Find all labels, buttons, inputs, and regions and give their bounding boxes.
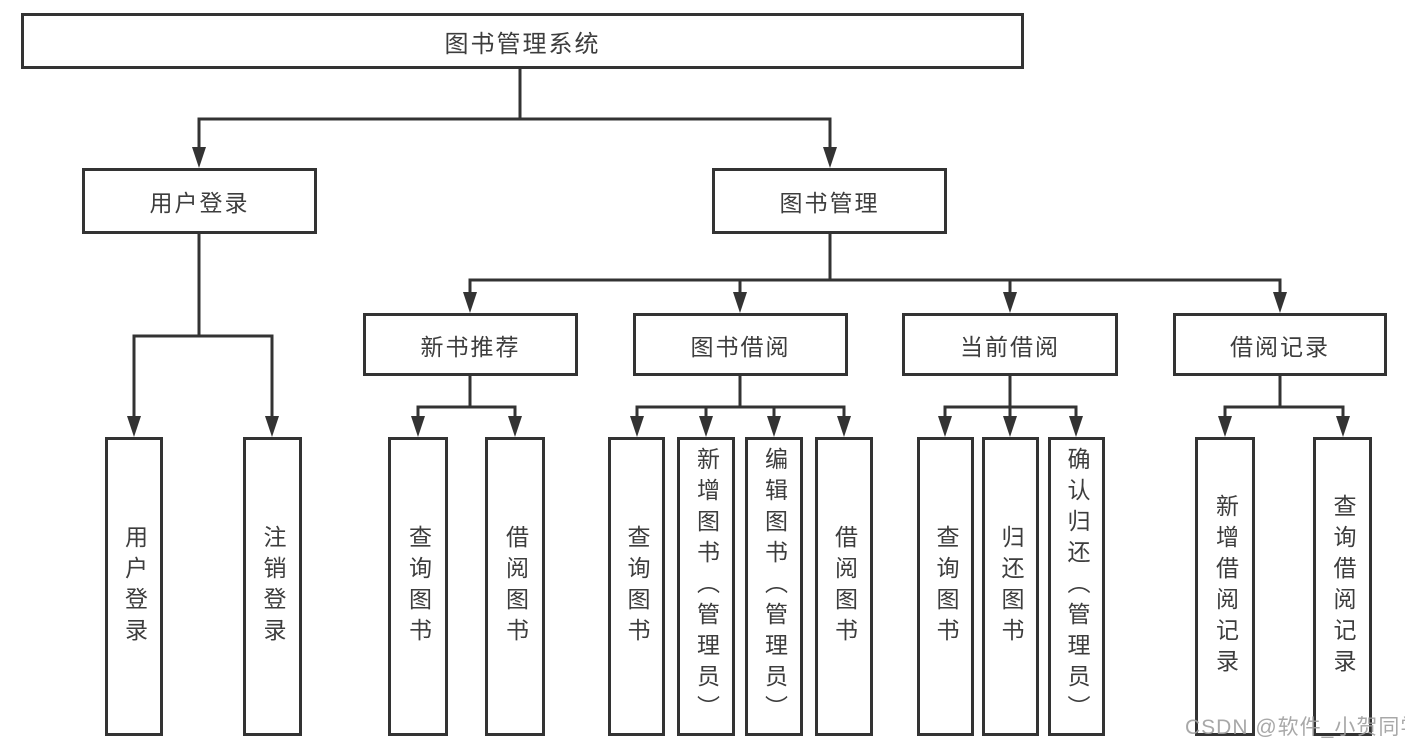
arrowhead <box>699 416 713 437</box>
node-leaf-query-books-borrow: 查询图书 <box>608 437 665 736</box>
node-leaf-query-borrow-record: 查询借阅记录 <box>1313 437 1372 736</box>
arrowhead <box>1069 416 1083 437</box>
arrowhead <box>1273 292 1287 313</box>
edge-current-borrow-rail <box>943 405 1078 420</box>
edge-level2-rail <box>197 117 832 150</box>
arrowhead <box>508 416 522 437</box>
node-leaf-query-books-recommend: 查询图书 <box>388 437 448 736</box>
arrowhead <box>463 292 477 313</box>
arrowhead <box>1218 416 1232 437</box>
node-leaf-borrow-books-recommend: 借阅图书 <box>485 437 545 736</box>
arrowhead <box>837 416 851 437</box>
edge-level3-rail <box>468 278 1282 296</box>
node-leaf-return-books: 归还图书 <box>982 437 1039 736</box>
watermark-text: CSDN @软件_小贺同学 <box>1185 716 1405 739</box>
node-leaf-user-login: 用户登录 <box>105 437 163 736</box>
arrowhead <box>127 416 141 437</box>
arrowhead <box>938 416 952 437</box>
arrowhead <box>630 416 644 437</box>
node-current-borrow: 当前借阅 <box>902 313 1118 376</box>
node-leaf-add-books-admin: 新增图书（管理员） <box>677 437 735 736</box>
edge-user-login-rail <box>132 334 274 420</box>
node-root: 图书管理系统 <box>21 13 1024 69</box>
arrowhead <box>1003 416 1017 437</box>
node-user-login: 用户登录 <box>82 168 317 234</box>
node-leaf-borrow-books: 借阅图书 <box>815 437 873 736</box>
node-leaf-query-books-current: 查询图书 <box>917 437 974 736</box>
edge-book-borrow-rail <box>635 405 846 420</box>
arrowhead <box>192 147 206 168</box>
node-book-borrow: 图书借阅 <box>633 313 848 376</box>
node-new-book-recommend: 新书推荐 <box>363 313 578 376</box>
arrowhead <box>767 416 781 437</box>
arrowhead <box>823 147 837 168</box>
node-book-management: 图书管理 <box>712 168 947 234</box>
node-leaf-add-borrow-record: 新增借阅记录 <box>1195 437 1255 736</box>
node-leaf-edit-books-admin: 编辑图书（管理员） <box>745 437 803 736</box>
arrowhead <box>411 416 425 437</box>
edge-new-book-rec-rail <box>416 405 517 420</box>
arrowhead <box>1003 292 1017 313</box>
arrowhead <box>1336 416 1350 437</box>
arrowhead <box>265 416 279 437</box>
edge-borrow-records-rail <box>1223 405 1345 420</box>
arrowhead <box>733 292 747 313</box>
node-leaf-confirm-return-admin: 确认归还（管理员） <box>1048 437 1105 736</box>
node-borrow-records: 借阅记录 <box>1173 313 1387 376</box>
node-leaf-logout: 注销登录 <box>243 437 302 736</box>
